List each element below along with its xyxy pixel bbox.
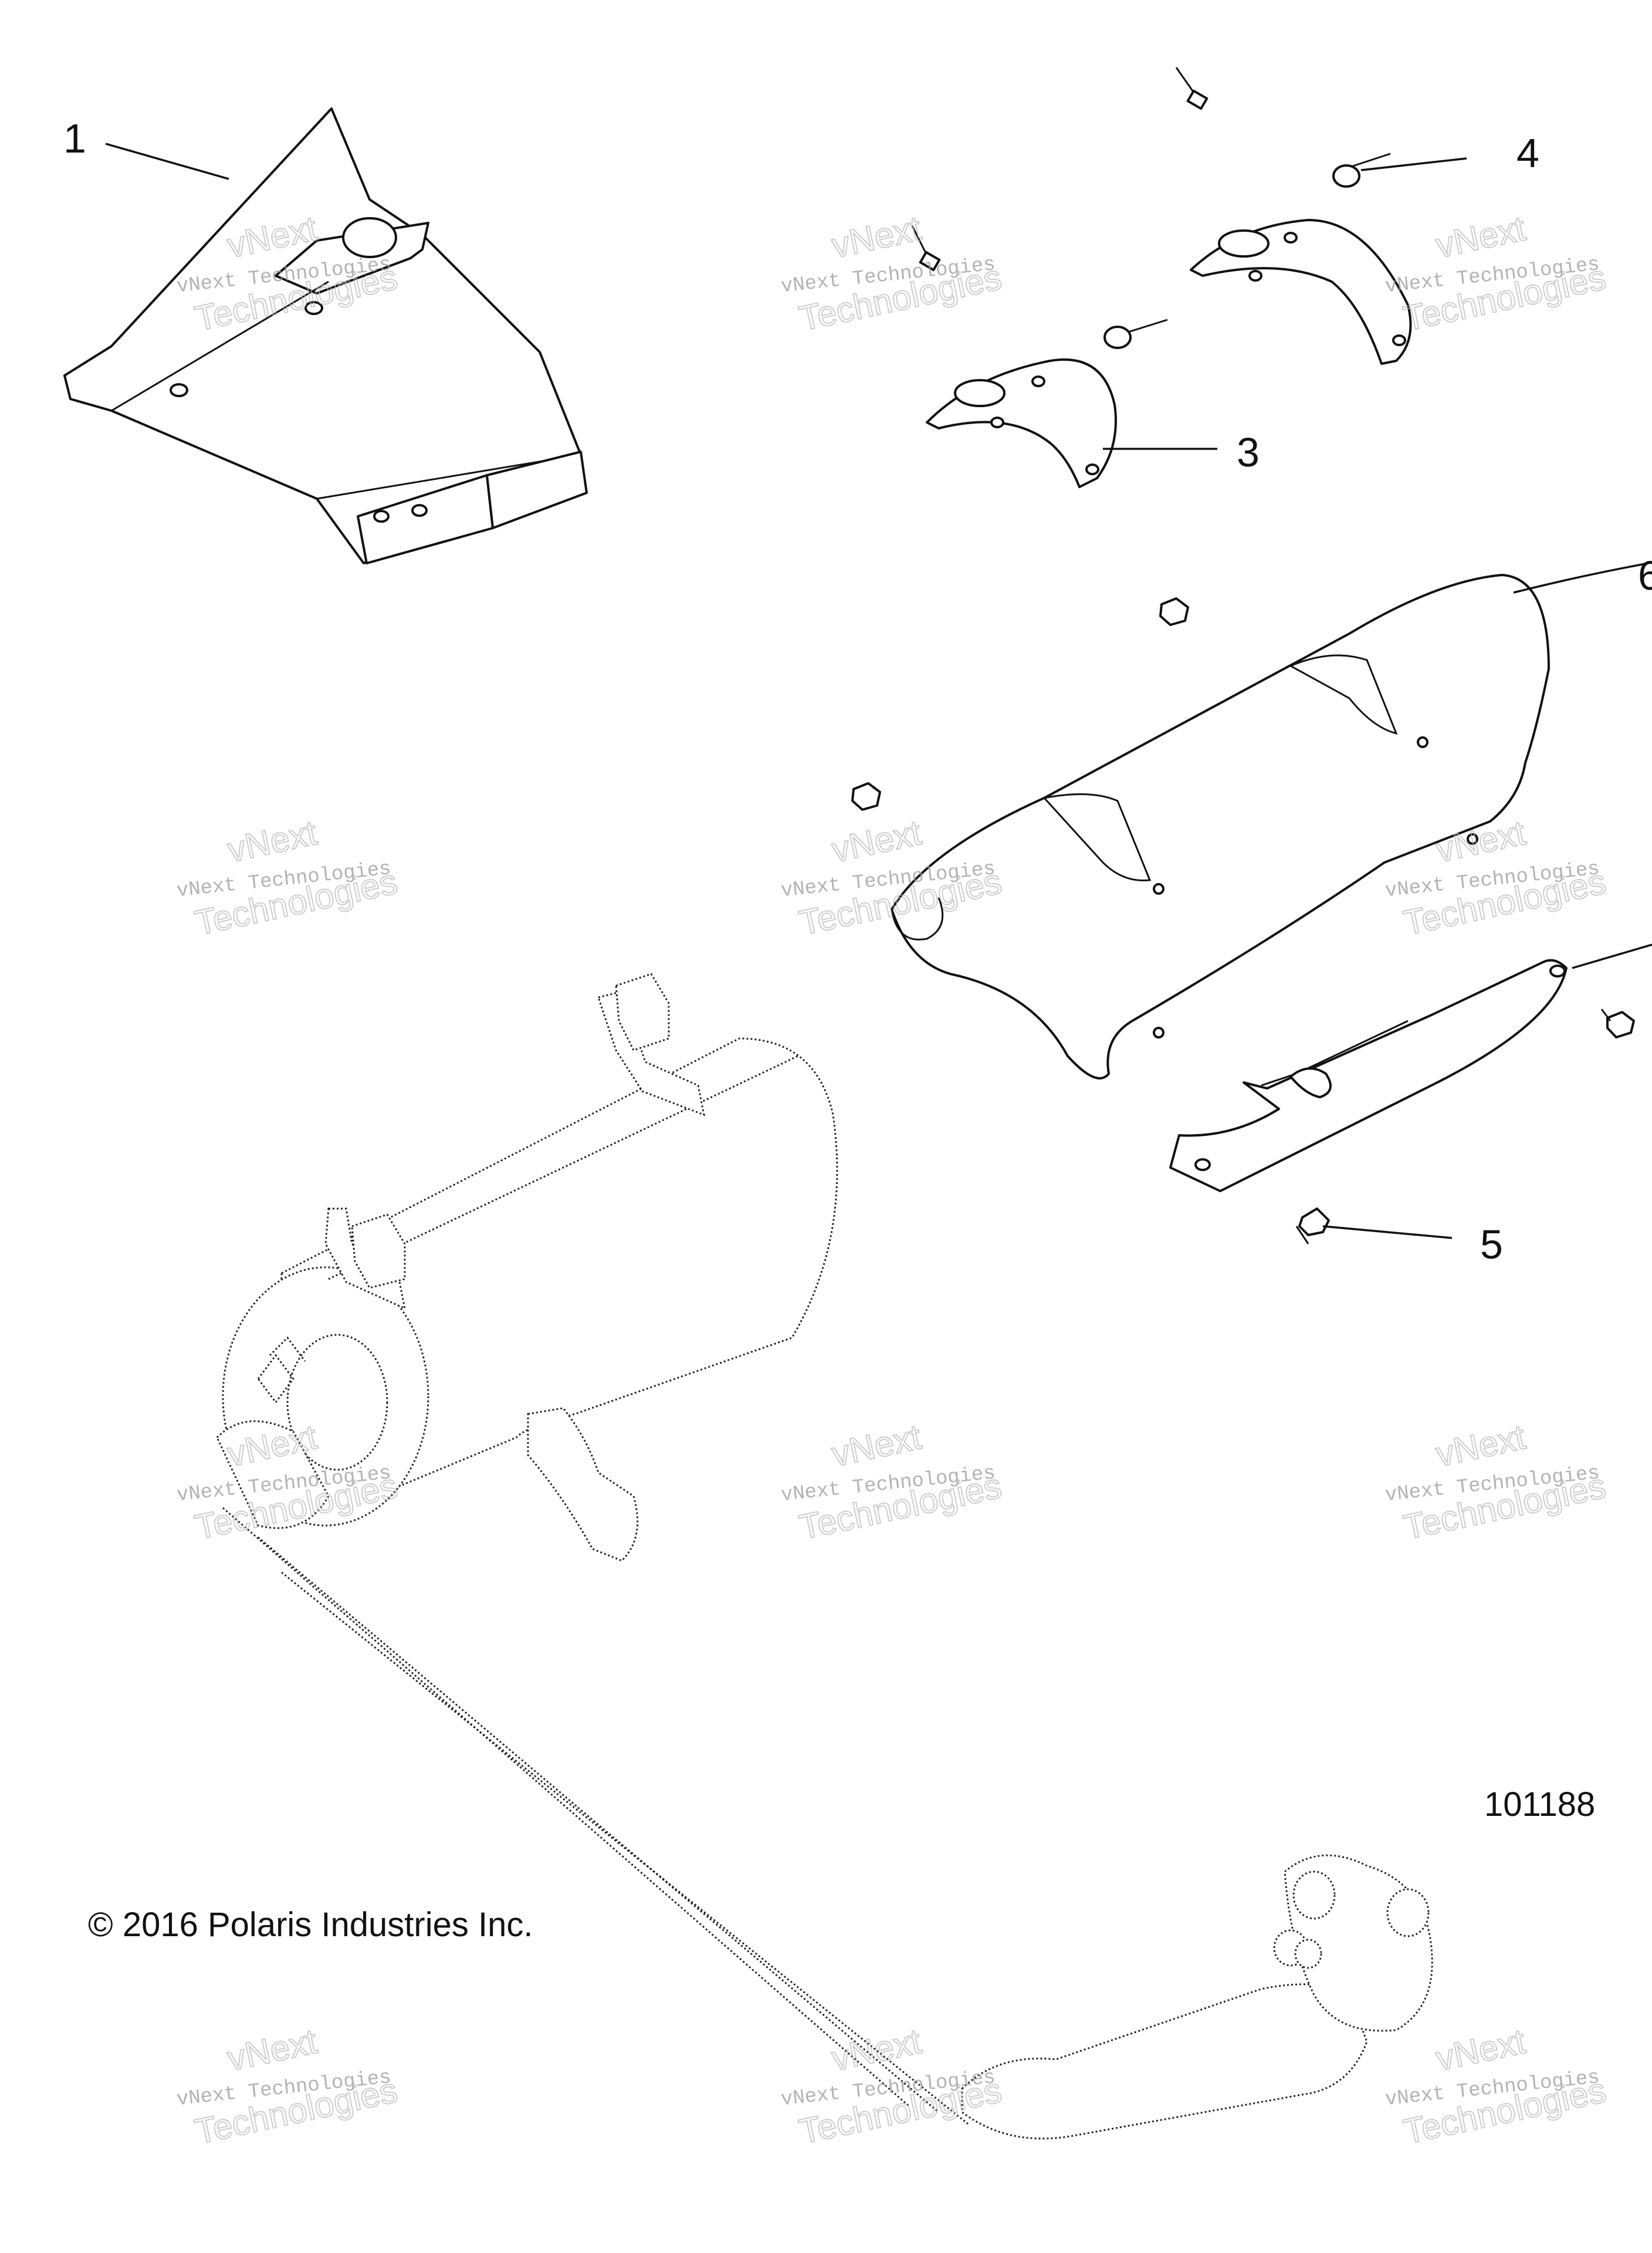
svg-text:vNext: vNext: [1433, 208, 1529, 265]
svg-text:vNext: vNext: [828, 1417, 925, 1474]
screw-right: [1332, 153, 1391, 188]
callout-1: 1: [63, 116, 86, 161]
screw-mid: [1103, 319, 1168, 349]
muffler-assembly-reference: [216, 973, 1433, 2140]
svg-text:vNext: vNext: [1433, 1417, 1529, 1474]
part-3-small-shield-upper: [1190, 219, 1412, 365]
part-4-screws: [911, 67, 1391, 349]
callout-5: 5: [1480, 1222, 1503, 1267]
diagram-number: 101188: [1484, 1785, 1595, 1824]
part-lower-bracket-strip: [1169, 959, 1568, 1192]
screw-top: [1175, 67, 1208, 110]
part-5-bolts: [1295, 1009, 1635, 1244]
svg-text:vNext: vNext: [224, 813, 320, 870]
callout-6-partial: 6: [1638, 553, 1652, 598]
svg-text:vNext: vNext: [224, 2021, 320, 2078]
copyright-notice: © 2016 Polaris Industries Inc.: [88, 1906, 533, 1944]
callout-4: 4: [1516, 130, 1539, 176]
part-3-small-shield-lower: [926, 358, 1117, 488]
svg-text:vNext: vNext: [828, 2021, 925, 2078]
part-6-muffler-shield: [851, 574, 1550, 1080]
nut-top: [1159, 597, 1189, 626]
part-1-heat-shield-bracket: [63, 107, 588, 564]
svg-text:vNext: vNext: [1433, 2021, 1529, 2078]
svg-text:vNext: vNext: [828, 208, 925, 265]
svg-text:vNext: vNext: [828, 813, 925, 870]
screw-left: [911, 225, 941, 272]
callout-3: 3: [1237, 429, 1260, 475]
leader-lines: [105, 143, 1652, 1239]
bolt-right: [1600, 1009, 1635, 1038]
bolt-bottom: [1295, 1207, 1330, 1244]
nut-left: [851, 782, 881, 811]
